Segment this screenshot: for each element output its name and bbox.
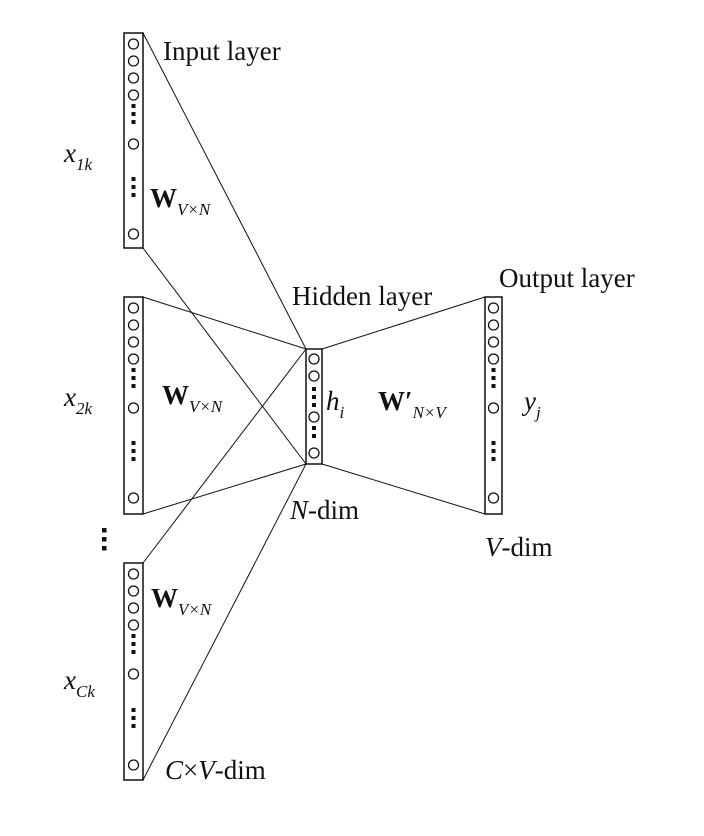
neuron bbox=[127, 302, 140, 314]
w-in-label-1: WV×N bbox=[150, 183, 212, 219]
neuron bbox=[127, 72, 140, 84]
v-dim-label: V-dim bbox=[485, 532, 553, 562]
input-layer-2 bbox=[123, 296, 144, 515]
neuron bbox=[127, 89, 140, 101]
line-in1-top bbox=[142, 32, 307, 350]
input-groups-ellipsis bbox=[102, 528, 107, 551]
input-layer-1-neurons bbox=[127, 38, 140, 240]
line-inC-top bbox=[142, 348, 307, 564]
neuron bbox=[308, 447, 320, 459]
neuron bbox=[487, 492, 500, 504]
neuron bbox=[487, 402, 500, 414]
output-layer bbox=[484, 296, 503, 515]
xck-label: xCk bbox=[63, 665, 95, 701]
neuron bbox=[127, 402, 140, 414]
h-label: hi bbox=[326, 386, 345, 422]
neuron bbox=[127, 55, 140, 67]
x1k-label: x1k bbox=[63, 138, 92, 174]
input-layer-c-neurons bbox=[127, 568, 140, 771]
n-dim-label: N-dim bbox=[289, 495, 359, 525]
w-out-label: W′N×V bbox=[378, 386, 448, 422]
line-out-top bbox=[321, 296, 486, 350]
neuron bbox=[308, 411, 320, 423]
input-layer-1-ellipsis bbox=[131, 104, 136, 197]
neuron bbox=[487, 319, 500, 331]
output-layer-neurons bbox=[487, 302, 500, 504]
line-out-bottom bbox=[321, 463, 486, 515]
input-layer-2-ellipsis bbox=[131, 368, 136, 461]
neuron bbox=[127, 138, 140, 150]
neuron bbox=[127, 668, 140, 680]
line-inC-bottom bbox=[142, 463, 307, 781]
neuron bbox=[127, 568, 140, 580]
neuron bbox=[127, 585, 140, 597]
output-layer-ellipsis bbox=[491, 368, 496, 461]
neuron bbox=[308, 353, 320, 365]
hidden-layer-ellipsis bbox=[312, 387, 316, 438]
hidden-layer-label: Hidden layer bbox=[292, 281, 432, 311]
connection-lines bbox=[142, 32, 486, 781]
input-layer-label: Input layer bbox=[163, 36, 281, 66]
input-layer-1 bbox=[123, 32, 144, 249]
neuron bbox=[127, 228, 140, 240]
neuron bbox=[127, 336, 140, 348]
neuron bbox=[127, 759, 140, 771]
line-in2-top bbox=[142, 296, 307, 350]
neuron bbox=[127, 319, 140, 331]
neuron bbox=[127, 619, 140, 631]
w-in-label-2: WV×N bbox=[162, 380, 224, 416]
neuron bbox=[127, 353, 140, 365]
hidden-layer-neurons bbox=[308, 353, 320, 459]
neuron bbox=[308, 370, 320, 382]
x2k-label: x2k bbox=[63, 382, 92, 418]
input-layer-2-neurons bbox=[127, 302, 140, 504]
hidden-layer bbox=[305, 348, 323, 465]
input-layer-c-ellipsis bbox=[131, 634, 136, 728]
neuron bbox=[127, 38, 140, 50]
neuron bbox=[127, 492, 140, 504]
neuron bbox=[487, 336, 500, 348]
line-in1-bottom bbox=[142, 247, 307, 465]
neuron bbox=[127, 602, 140, 614]
neuron bbox=[487, 353, 500, 365]
w-in-label-3: WV×N bbox=[151, 583, 213, 619]
neuron bbox=[487, 302, 500, 314]
line-in2-bottom bbox=[142, 463, 307, 515]
cv-dim-label: C×V-dim bbox=[165, 755, 266, 785]
input-layer-c bbox=[123, 562, 144, 781]
output-layer-label: Output layer bbox=[499, 263, 635, 293]
y-label: yj bbox=[521, 386, 541, 422]
